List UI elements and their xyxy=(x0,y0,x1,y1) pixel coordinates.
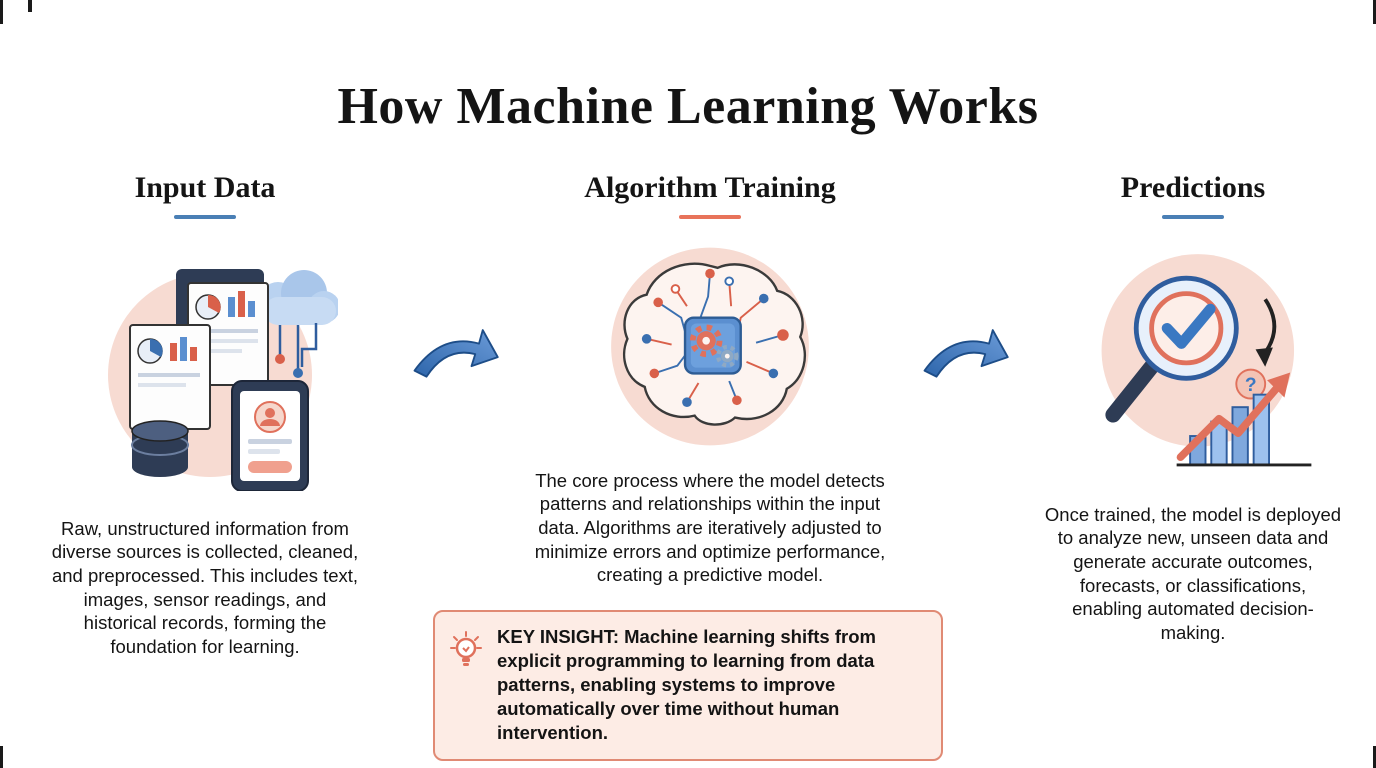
crop-mark xyxy=(0,0,3,24)
circuit-nodes xyxy=(641,268,789,407)
crop-mark xyxy=(1373,0,1376,24)
column-input-data: Input Data xyxy=(0,171,410,659)
brain-circuit-icon xyxy=(611,247,809,446)
column-algorithm-training: Algorithm Training xyxy=(500,171,920,587)
question-icon: ? xyxy=(1235,368,1267,400)
input-data-illustration xyxy=(72,239,340,492)
lightbulb-icon xyxy=(449,630,483,676)
smartphone-icon xyxy=(231,379,309,492)
heading-accent-bar xyxy=(1162,214,1224,219)
key-insight-box: KEY INSIGHT: Machine learning shifts fro… xyxy=(433,610,943,762)
svg-text:?: ? xyxy=(1245,374,1257,395)
predictions-illustration: ? xyxy=(1065,239,1321,481)
column-description: Once trained, the model is deployed to a… xyxy=(1044,503,1342,644)
heading-accent-bar xyxy=(174,214,236,219)
curved-arrow-icon xyxy=(1255,297,1277,367)
gear-icon xyxy=(689,324,723,357)
flow-arrow-1 xyxy=(410,171,500,391)
process-columns: Input Data xyxy=(0,171,1376,659)
crop-mark xyxy=(0,746,3,768)
chart-icon xyxy=(1176,372,1312,467)
flow-arrow-2 xyxy=(920,171,1010,391)
checkmark-icon xyxy=(1161,303,1216,349)
arrow-head xyxy=(1267,372,1291,398)
column-heading: Predictions xyxy=(1120,170,1266,204)
document-icon xyxy=(129,323,211,430)
column-description: Raw, unstructured information from diver… xyxy=(51,517,359,658)
column-heading: Input Data xyxy=(134,170,276,204)
predictions-icon: ? xyxy=(1101,253,1312,467)
page-title: How Machine Learning Works xyxy=(337,77,1039,135)
database-icon xyxy=(131,419,189,477)
crop-mark xyxy=(1373,746,1376,768)
flow-arrow-icon xyxy=(413,328,499,378)
key-insight-text: Machine learning shifts from explicit pr… xyxy=(497,626,876,744)
flow-arrow-icon xyxy=(923,328,1009,378)
magnifier-icon xyxy=(1105,275,1239,423)
algorithm-training-illustration xyxy=(594,239,826,455)
column-heading: Algorithm Training xyxy=(584,170,836,204)
gear-icon xyxy=(716,344,739,368)
crop-mark xyxy=(28,0,32,12)
input-data-icon xyxy=(108,268,340,492)
column-description: The core process where the model detects… xyxy=(534,469,886,586)
heading-accent-bar xyxy=(679,214,741,219)
cloud-icon xyxy=(259,269,340,396)
key-insight-label: KEY INSIGHT: xyxy=(497,626,619,647)
column-predictions: Predictions xyxy=(1010,171,1376,645)
